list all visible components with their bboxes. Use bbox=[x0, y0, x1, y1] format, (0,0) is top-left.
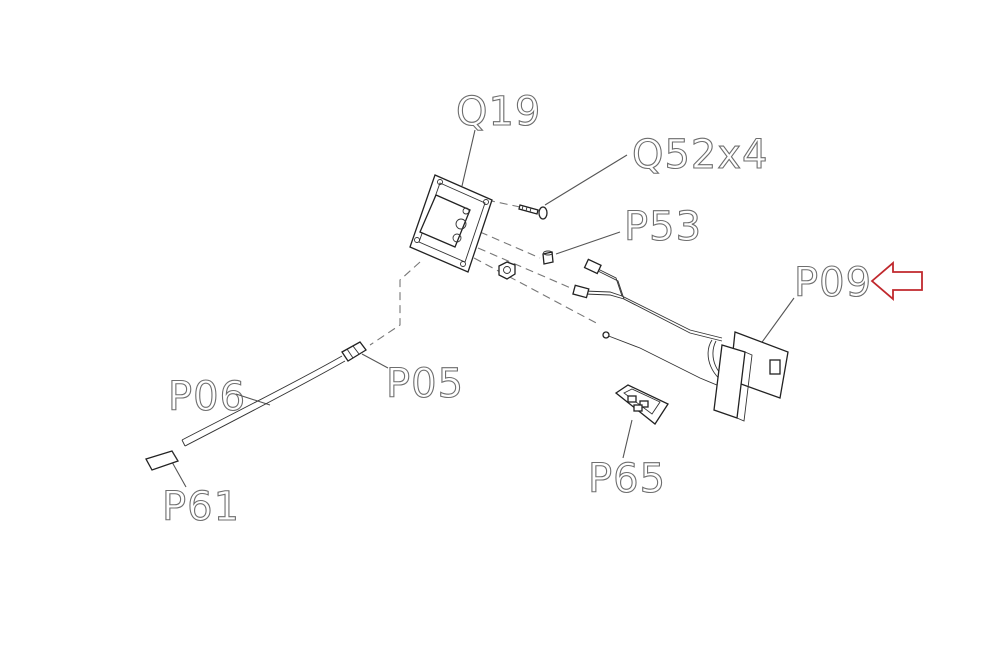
label-p53[interactable]: P53 bbox=[623, 203, 702, 250]
leader-q52x4 bbox=[544, 154, 628, 206]
assembly-line-cap bbox=[479, 231, 541, 259]
leader-q19 bbox=[461, 129, 476, 187]
assembly-line-harness-2 bbox=[473, 257, 601, 326]
label-p61[interactable]: P61 bbox=[161, 483, 240, 530]
leader-p61 bbox=[171, 461, 187, 488]
assembly-line-screw bbox=[486, 199, 521, 208]
panel-q19 bbox=[409, 174, 493, 273]
label-p09[interactable]: P09 bbox=[793, 259, 872, 306]
fitting-p05 bbox=[341, 341, 367, 362]
label-p06[interactable]: P06 bbox=[167, 373, 246, 420]
hose-p06 bbox=[181, 355, 346, 447]
leader-p06 bbox=[235, 393, 271, 406]
label-p05[interactable]: P05 bbox=[385, 360, 464, 407]
label-q19[interactable]: Q19 bbox=[455, 88, 541, 135]
assembly-line-hose bbox=[369, 261, 421, 346]
leader-p65 bbox=[622, 419, 633, 459]
highlight-arrow-icon bbox=[870, 261, 923, 301]
bracket-p65 bbox=[614, 384, 669, 425]
screw-q52 bbox=[518, 204, 548, 220]
nut bbox=[498, 261, 516, 280]
leader-p53 bbox=[555, 231, 621, 255]
leader-p09 bbox=[759, 297, 795, 346]
label-p65[interactable]: P65 bbox=[587, 455, 666, 502]
filter-p61 bbox=[145, 450, 179, 471]
leader-p05 bbox=[361, 353, 389, 369]
assembly-line-harness-1 bbox=[477, 247, 581, 293]
label-q52x4[interactable]: Q52x4 bbox=[631, 131, 769, 178]
wiring-harness-p09 bbox=[572, 258, 789, 422]
cap-p53 bbox=[542, 250, 554, 265]
